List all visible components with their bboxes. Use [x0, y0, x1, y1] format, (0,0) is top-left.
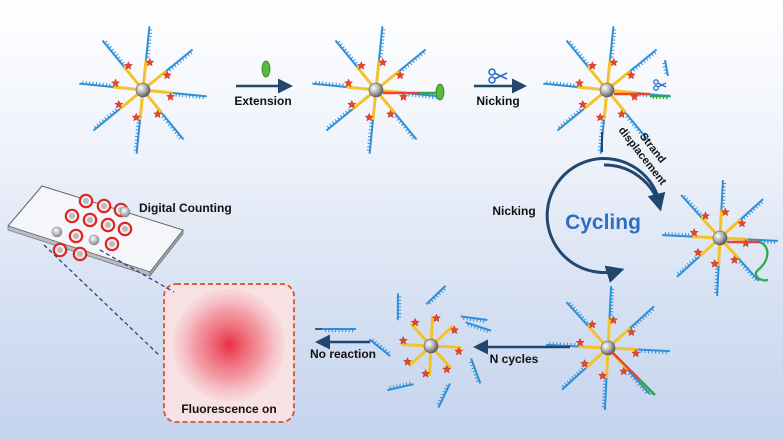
fluorophore-icon	[587, 319, 597, 329]
extension-label: Extension	[234, 94, 291, 108]
glass-slide	[7, 185, 184, 273]
fluorophore-icon	[442, 364, 452, 374]
dark-bead	[51, 226, 63, 238]
probe-released	[368, 285, 492, 408]
fluorophore-icon	[626, 70, 636, 80]
no-reaction-label: No reaction	[310, 347, 376, 361]
fluorophore-icon	[356, 61, 366, 70]
fluorophore-icon	[720, 207, 730, 217]
probe-extended	[312, 26, 445, 154]
fluorophore-icon	[386, 109, 396, 119]
extension-step: Extension	[234, 60, 293, 108]
gold-core	[712, 230, 728, 246]
fluorophore-icon	[598, 371, 608, 380]
fluorophore-icon	[399, 92, 408, 101]
fluorophore-icon	[450, 325, 459, 335]
fluorophore-icon	[617, 109, 627, 119]
dark-bead	[119, 206, 131, 218]
fluorophore-icon	[395, 70, 405, 80]
dark-bead	[88, 234, 100, 246]
fluorophore-icon	[737, 218, 747, 228]
probe-nicked	[543, 26, 671, 154]
zoom-line-left	[43, 244, 161, 357]
scissors-icon	[653, 79, 667, 91]
fluorophore-icon	[153, 109, 163, 119]
gold-core	[600, 340, 616, 356]
fluorophore-icon	[378, 57, 388, 67]
fluorophore-icon	[166, 92, 175, 101]
gold-core	[135, 82, 151, 98]
fluorophore-icon	[595, 112, 605, 122]
cycling-label: Cycling	[565, 211, 641, 234]
microwell-array	[51, 193, 133, 262]
polymerase-icon	[261, 60, 271, 78]
cycle-arrow-left	[545, 157, 661, 283]
gold-core	[423, 338, 439, 354]
scissors-icon	[488, 68, 508, 84]
gold-core	[599, 82, 615, 98]
fluorophore-icon	[123, 61, 133, 70]
fluorophore-icon	[578, 99, 588, 109]
nicking-label: Nicking	[476, 94, 519, 108]
fluorophore-icon	[630, 92, 639, 101]
fluorescence-panel: Fluorescence on	[163, 283, 295, 423]
fluorophore-icon	[364, 112, 374, 122]
cycling-loop: Cycling Nicking Strand displacement	[492, 125, 669, 283]
n-cycles-step: N cycles	[473, 339, 570, 366]
fluorophore-icon	[131, 112, 141, 122]
zoom-line-right	[99, 249, 175, 293]
fluorophore-icon	[627, 327, 636, 337]
fluorescence-label: Fluorescence on	[181, 402, 276, 416]
fluorophore-icon	[693, 247, 703, 257]
probe-cycled	[546, 286, 670, 410]
fluorophore-icon	[631, 348, 641, 358]
fluorophore-icon	[587, 61, 597, 70]
fluorophore-icon	[111, 78, 120, 88]
fluorophore-icon	[421, 369, 431, 378]
no-reaction-step: No reaction	[310, 328, 376, 361]
fluorophore-icon	[431, 313, 441, 323]
fluorophore-icon	[454, 346, 464, 356]
fluorophore-icon	[145, 57, 155, 67]
fluorophore-icon	[410, 317, 420, 327]
polymerase-icon	[435, 83, 445, 101]
digital-counting-slide: Digital Counting	[7, 185, 232, 357]
fluorophore-icon	[710, 259, 720, 268]
probe-initial	[79, 26, 207, 154]
digital-counting-label: Digital Counting	[139, 201, 232, 215]
free-strand	[315, 328, 356, 333]
fluorophore-icon	[344, 78, 353, 88]
fluorescence-glow	[173, 289, 285, 401]
fluorophore-icon	[403, 357, 412, 366]
fluorophore-icon	[608, 315, 618, 325]
fluorophore-icon	[575, 78, 584, 88]
fluorophore-icon	[730, 255, 739, 264]
gold-core	[368, 82, 384, 98]
fluorophore-icon	[689, 227, 699, 237]
displaced-strand	[754, 241, 769, 282]
nicking-step: Nicking	[474, 68, 527, 108]
n-cycles-label: N cycles	[490, 352, 539, 366]
cycle-arrow-top	[603, 163, 666, 212]
fluorophore-icon	[609, 57, 619, 67]
fluorophore-icon	[347, 99, 357, 109]
fluorophore-icon	[580, 359, 589, 368]
probe-layer	[79, 26, 778, 410]
fluorophore-icon	[701, 211, 710, 220]
fluorophore-icon	[398, 335, 408, 345]
probe-displacement	[662, 180, 778, 296]
fluorophore-icon	[575, 337, 585, 347]
fluorophore-icon	[619, 366, 629, 376]
fluorophore-icon	[114, 99, 124, 109]
cycle-nicking-label: Nicking	[492, 204, 535, 218]
fluorophore-icon	[162, 70, 172, 80]
